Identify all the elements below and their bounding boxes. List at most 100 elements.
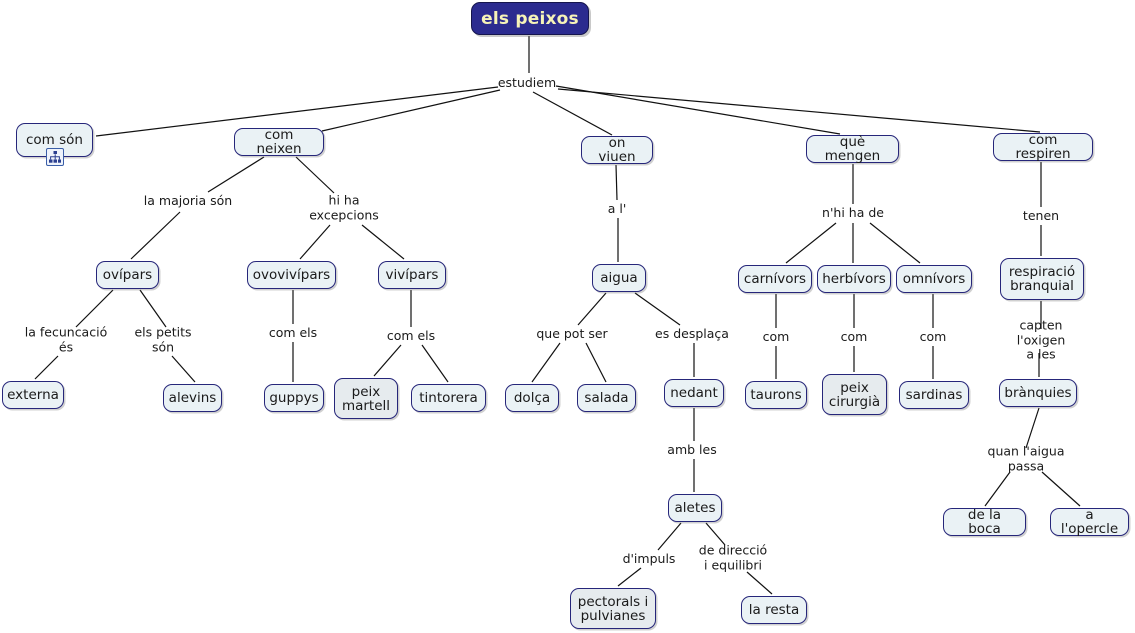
node-label: dolça bbox=[513, 390, 551, 406]
node-label: ovípars bbox=[102, 267, 153, 283]
link-label-com-els-1: com els bbox=[268, 324, 318, 340]
node-label: tintorera bbox=[419, 390, 478, 406]
node-salada[interactable]: salada bbox=[577, 384, 636, 412]
node-label: herbívors bbox=[822, 271, 886, 287]
concept-map-title-node[interactable]: els peixos bbox=[471, 2, 589, 35]
edge-line bbox=[585, 342, 607, 383]
node-label: la resta bbox=[748, 602, 800, 618]
node-label: carnívors bbox=[743, 271, 807, 287]
edge-line bbox=[171, 355, 196, 383]
edge-line bbox=[75, 289, 114, 328]
node-taurons[interactable]: taurons bbox=[745, 381, 807, 409]
link-label-la-fecuncacio-es: la fecuncació és bbox=[24, 324, 108, 354]
edge-line bbox=[634, 292, 681, 326]
edge-line bbox=[1025, 407, 1040, 449]
node-label: pectorals i pulvianes bbox=[577, 593, 649, 624]
node-externa[interactable]: externa bbox=[2, 381, 64, 409]
edge-line bbox=[1041, 471, 1081, 507]
edge-line bbox=[617, 567, 642, 587]
node-respiracio-branquial[interactable]: respiració branquial bbox=[1000, 258, 1084, 300]
node-aletes[interactable]: aletes bbox=[668, 494, 722, 522]
node-label: nedant bbox=[670, 385, 718, 401]
node-ovovivipars[interactable]: ovovivípars bbox=[247, 261, 336, 289]
node-peix-cirurgia[interactable]: peix cirurgià bbox=[822, 374, 887, 415]
node-pectorals[interactable]: pectorals i pulvianes bbox=[570, 588, 656, 629]
link-label-tenen: tenen bbox=[1022, 207, 1060, 223]
edge-line bbox=[421, 344, 449, 383]
link-label-que-pot-ser: que pot ser bbox=[536, 325, 608, 341]
edge-line bbox=[361, 224, 405, 260]
link-label-nhi-ha-de: n'hi ha de bbox=[822, 204, 884, 220]
node-aigua[interactable]: aigua bbox=[592, 264, 646, 292]
edge-line bbox=[705, 522, 726, 546]
node-label: on viuen bbox=[598, 135, 636, 165]
node-vivipars[interactable]: vivípars bbox=[378, 261, 446, 289]
node-label: sardinas bbox=[905, 387, 963, 403]
edge-line bbox=[130, 211, 181, 260]
node-label: externa bbox=[7, 387, 59, 403]
link-label-a-l: a l' bbox=[607, 200, 627, 216]
node-com-respiren[interactable]: com respiren bbox=[993, 133, 1093, 161]
link-label-dimpuls: d'impuls bbox=[622, 550, 676, 566]
node-label: vivípars bbox=[385, 267, 439, 283]
node-label: peix martell bbox=[341, 383, 391, 414]
edge-line bbox=[577, 292, 607, 326]
link-label-quan-laigua-passa: quan l'aigua passa bbox=[987, 443, 1065, 473]
edge-line bbox=[321, 89, 501, 132]
node-label: aletes bbox=[674, 500, 716, 516]
edge-line bbox=[615, 164, 618, 201]
node-com-neixen[interactable]: com neixen bbox=[234, 128, 324, 156]
node-label: respiració branquial bbox=[1008, 264, 1076, 294]
node-label: omnívors bbox=[902, 271, 966, 287]
node-label: taurons bbox=[750, 387, 802, 403]
node-label: ovovivípars bbox=[252, 267, 331, 283]
edge-line bbox=[785, 222, 837, 264]
node-de-la-boca[interactable]: de la boca bbox=[943, 508, 1026, 536]
edge-line bbox=[373, 344, 402, 377]
node-guppys[interactable]: guppys bbox=[264, 384, 324, 412]
node-nedant[interactable]: nedant bbox=[664, 379, 724, 407]
node-label: què mengen bbox=[824, 134, 881, 164]
node-carnivors[interactable]: carnívors bbox=[738, 265, 812, 293]
node-sardinas[interactable]: sardinas bbox=[899, 381, 969, 409]
node-label: alevins bbox=[168, 390, 217, 406]
node-on-viuen[interactable]: on viuen bbox=[581, 136, 653, 164]
edge-line bbox=[555, 85, 841, 135]
node-label: de la boca bbox=[967, 507, 1002, 537]
link-label-com-a: com bbox=[762, 328, 790, 344]
link-label-com-els-2: com els bbox=[386, 327, 436, 343]
node-branquies[interactable]: brànquies bbox=[999, 379, 1077, 407]
edge-line bbox=[869, 222, 921, 264]
node-dolca[interactable]: dolça bbox=[505, 384, 559, 412]
link-label-capten-loxigen: capten l'oxigen a les bbox=[1016, 317, 1066, 362]
node-tintorera[interactable]: tintorera bbox=[411, 384, 486, 412]
edge-line bbox=[657, 522, 682, 551]
node-la-resta[interactable]: la resta bbox=[741, 596, 807, 624]
link-label-la-majoria-son: la majoria són bbox=[143, 192, 233, 208]
edge-line bbox=[531, 342, 561, 383]
node-label: com respiren bbox=[1015, 132, 1071, 162]
node-label: brànquies bbox=[1004, 385, 1072, 401]
node-label: aigua bbox=[600, 270, 638, 286]
link-label-de-direccio: de direcció i equilibri bbox=[698, 542, 768, 572]
node-omnivors[interactable]: omnívors bbox=[896, 265, 972, 293]
link-label-estudiem: estudiem bbox=[497, 74, 557, 90]
node-ovipars[interactable]: ovípars bbox=[96, 261, 159, 289]
link-label-els-petits-son: els petits són bbox=[134, 324, 192, 354]
link-label-com-c: com bbox=[919, 328, 947, 344]
link-label-amb-les: amb les bbox=[667, 441, 717, 457]
edge-line bbox=[95, 86, 499, 137]
node-herbivors[interactable]: herbívors bbox=[817, 265, 891, 293]
link-label-es-desplaça: es desplaça bbox=[655, 325, 729, 341]
node-peix-martell[interactable]: peix martell bbox=[334, 378, 398, 419]
edge-line bbox=[295, 156, 335, 194]
hierarchy-icon[interactable] bbox=[45, 148, 64, 166]
node-alevins[interactable]: alevins bbox=[163, 384, 222, 412]
node-label: com neixen bbox=[256, 127, 302, 157]
node-que-mengen[interactable]: què mengen bbox=[806, 135, 899, 163]
link-label-com-b: com bbox=[840, 328, 868, 344]
node-label: peix cirurgià bbox=[828, 379, 881, 410]
edge-line bbox=[532, 91, 613, 136]
node-a-lopercle[interactable]: a l'opercle bbox=[1050, 508, 1129, 536]
edge-line bbox=[746, 571, 773, 595]
